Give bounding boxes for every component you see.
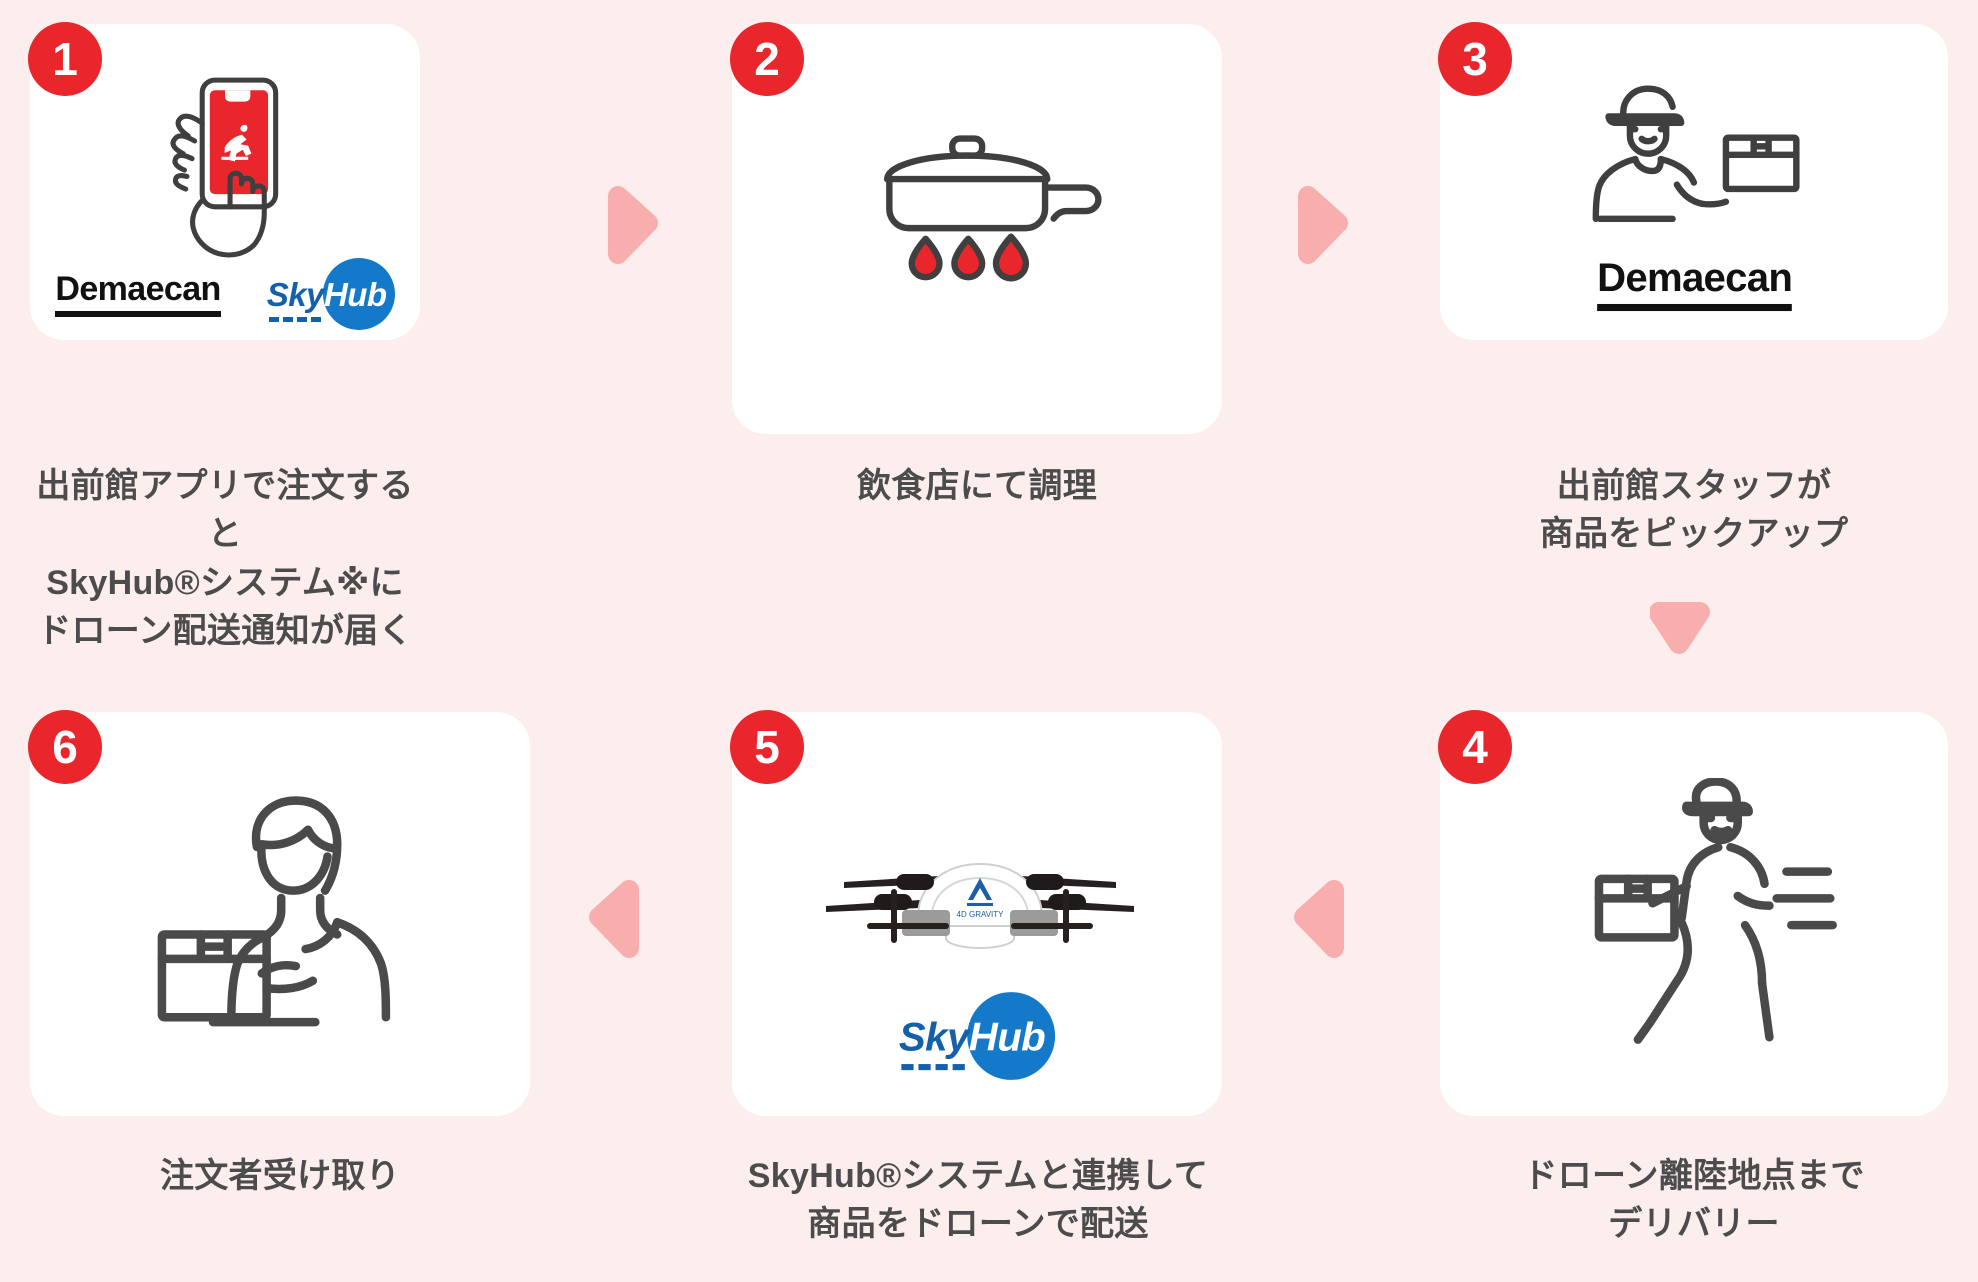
arrow-step1-to-step2 [600, 186, 662, 264]
staff-holding-parcel-icon [1580, 78, 1810, 238]
step-badge-3: 3 [1438, 22, 1512, 96]
skyhub-logo: SkyHub [267, 258, 395, 330]
customer-receiving-parcel-icon [140, 790, 420, 1040]
step-badge-1: 1 [28, 22, 102, 96]
skyhub-sky-text: Sky [266, 275, 325, 313]
skyhub-hub-text: Hub [323, 275, 387, 313]
arrow-step4-to-step5 [1290, 880, 1352, 958]
demaecan-underline [1597, 303, 1793, 312]
step-5-logos: SkyHub [832, 992, 1122, 1080]
drone-brand-text: 4D GRAVITY [957, 910, 1005, 919]
step-badge-4: 4 [1438, 710, 1512, 784]
demaecan-underline [55, 310, 221, 317]
step-1-logos: Demaecan SkyHub [55, 258, 395, 330]
step-badge-5: 5 [730, 710, 804, 784]
pot-on-flame-icon [855, 130, 1105, 290]
skyhub-hub-text: Hub [968, 1013, 1046, 1059]
demaecan-logo: Demaecan [1597, 258, 1793, 312]
hand-holding-smartphone-icon [130, 70, 320, 260]
demaecan-logo: Demaecan [55, 272, 221, 317]
step-caption-1: 出前館アプリで注文すると SkyHub®システム※に ドローン配送通知が届く [36, 467, 414, 650]
step-caption-4: ドローン離陸地点まで デリバリー [1523, 1157, 1865, 1244]
step-caption-5: SkyHub®システムと連携して 商品をドローンで配送 [747, 1157, 1209, 1244]
arrow-step2-to-step3 [1290, 186, 1352, 264]
skyhub-sky-text: Sky [898, 1013, 969, 1059]
step-caption-3: 出前館スタッフが 商品をピックアップ [1539, 467, 1849, 554]
step-3-logos: Demaecan [1500, 258, 1890, 312]
step-badge-2: 2 [730, 22, 804, 96]
delivery-drone-icon: 4D GRAVITY [770, 848, 1190, 958]
arrow-step3-to-step4 [1640, 600, 1718, 662]
skyhub-dashes [268, 317, 321, 322]
courier-running-with-parcel-icon [1560, 778, 1840, 1048]
skyhub-logo: SkyHub [898, 992, 1056, 1080]
skyhub-disc [322, 258, 395, 330]
skyhub-dashes [901, 1064, 965, 1071]
step-card-4 [1440, 712, 1948, 1116]
arrow-step5-to-step6 [585, 880, 647, 958]
step-caption-6: 注文者受け取り [159, 1157, 401, 1195]
skyhub-disc [967, 992, 1056, 1080]
step-caption-2: 飲食店にて調理 [856, 467, 1098, 505]
step-badge-6: 6 [28, 710, 102, 784]
